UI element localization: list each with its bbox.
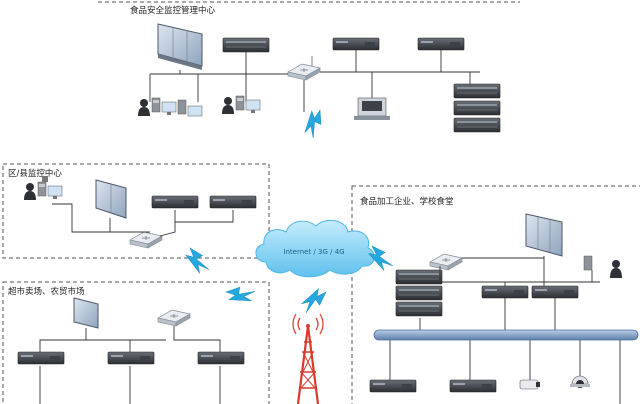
user-workstation-icon [583, 255, 622, 278]
video-wall-icon [95, 179, 127, 219]
user-workstation-icon [177, 99, 203, 117]
region-frame-enterprise [351, 185, 640, 404]
radio-tower-icon [292, 313, 324, 404]
server-rack-icon [395, 269, 443, 317]
user-workstation-icon [23, 176, 63, 201]
router-icon [429, 253, 463, 271]
cloud-icon [255, 219, 375, 278]
nvr-icon [107, 351, 155, 365]
lightning-icon [298, 107, 329, 141]
nvr-icon [417, 37, 465, 51]
nvr-icon [481, 285, 529, 299]
bullet-camera-icon [519, 379, 540, 390]
network-bus [373, 329, 639, 341]
region-title-center: 食品安全监控管理中心 [130, 5, 216, 16]
region-frame-district [2, 163, 270, 259]
lightning-icon [224, 277, 259, 312]
center-network-lines [149, 50, 480, 112]
nvr-icon [531, 285, 579, 299]
router-icon [157, 309, 191, 327]
nvr-icon [151, 195, 199, 209]
nvr-icon [449, 379, 497, 393]
nvr-icon [197, 351, 245, 365]
lightning-icon [182, 247, 214, 276]
nvr-icon [332, 37, 380, 51]
router-icon [129, 231, 163, 249]
market-network-lines [39, 326, 221, 404]
enterprise-network-lines [389, 256, 621, 404]
lightning-icon [299, 285, 327, 316]
video-wall-icon [525, 213, 563, 257]
user-workstation-icon [221, 95, 261, 115]
cloud-label: Internet / 3G / 4G [283, 248, 344, 256]
user-workstation-icon [137, 97, 177, 117]
nvr-icon [17, 351, 65, 365]
router-icon [287, 56, 321, 81]
server-rack-icon [222, 37, 270, 53]
video-wall-icon [73, 297, 99, 329]
region-title-enterprise: 食品加工企业、学校食堂 [360, 196, 454, 207]
server-rack-icon [354, 97, 390, 120]
video-wall-icon [157, 23, 203, 70]
nvr-icon [369, 379, 417, 393]
region-title-market: 超市卖场、农贸市场 [8, 286, 85, 297]
region-frame-market [2, 281, 270, 404]
nvr-icon [209, 195, 257, 209]
server-rack-icon [453, 83, 501, 133]
dome-camera-icon [570, 375, 590, 388]
region-title-district: 区/县监控中心 [8, 168, 62, 179]
district-network-lines [52, 203, 234, 237]
